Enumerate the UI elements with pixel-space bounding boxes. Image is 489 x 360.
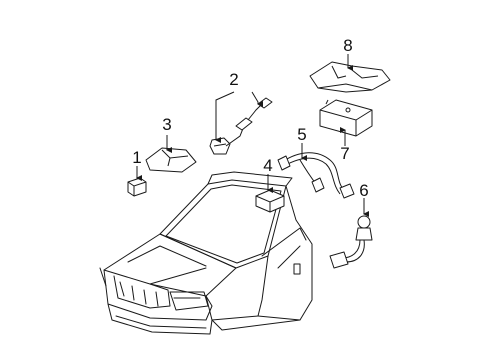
callout-5: 5 bbox=[297, 125, 306, 144]
callout-7: 7 bbox=[340, 144, 349, 163]
part-1-sensor bbox=[127, 177, 147, 197]
part-5-wiring-harness bbox=[277, 152, 355, 199]
callout-2: 2 bbox=[229, 70, 238, 89]
callout-4: 4 bbox=[263, 156, 272, 175]
callout-labels: 1 2 3 4 5 6 7 8 bbox=[132, 36, 368, 200]
part-7-control-module bbox=[319, 99, 373, 137]
callout-3: 3 bbox=[162, 115, 171, 134]
part-2-harness-bracket bbox=[209, 97, 273, 155]
callout-8: 8 bbox=[343, 36, 352, 55]
part-8-bracket bbox=[309, 61, 391, 93]
vehicle-body bbox=[99, 171, 313, 335]
leader-lines bbox=[136, 54, 369, 217]
callout-1: 1 bbox=[132, 148, 141, 167]
callout-6: 6 bbox=[359, 181, 368, 200]
part-6-sensor-lead bbox=[329, 215, 373, 269]
part-3-mount-plate bbox=[145, 147, 197, 173]
